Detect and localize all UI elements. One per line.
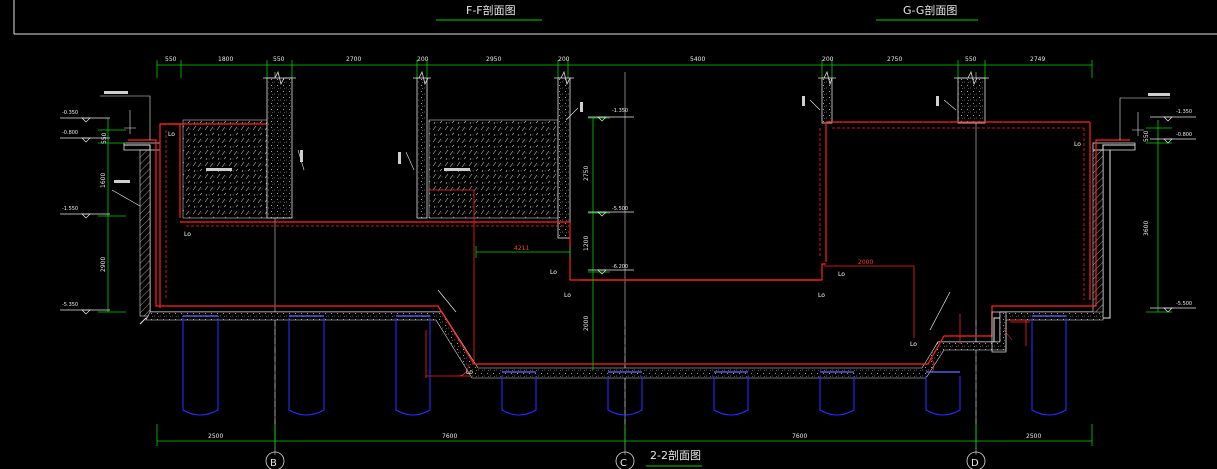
mid-elev-1: -1.350 — [612, 108, 628, 114]
top-dim-6: 2950 — [486, 56, 501, 63]
soil-label-left — [206, 168, 232, 171]
red-slab-lines — [128, 121, 1130, 365]
bottom-dimension-chain — [156, 424, 1093, 446]
mid-elev-2: -5.500 — [612, 206, 628, 212]
lap-label-8: Lo — [910, 341, 917, 348]
bottom-dim-1: 2500 — [208, 433, 223, 440]
grid-bubble-c — [615, 451, 635, 469]
bottom-slab-band — [145, 311, 1104, 379]
left-elevation-markers — [60, 117, 110, 315]
right-elev-2: -0.800 — [1176, 132, 1192, 138]
left-elev-2: -0.800 — [62, 130, 78, 136]
pile-caps — [183, 315, 1066, 373]
top-dim-10: 2750 — [887, 56, 902, 63]
lap-label-2: Lo — [184, 231, 191, 238]
inner-dimension-lines — [475, 117, 610, 370]
lap-label-4: Lo — [564, 292, 571, 299]
left-dim-1600: 1600 — [100, 173, 107, 188]
left-elev-3: -1.550 — [62, 206, 78, 212]
left-wall-band — [139, 149, 151, 317]
bottom-dim-2: 7600 — [442, 433, 457, 440]
lap-label-9: Lo — [466, 369, 473, 376]
left-leaders — [100, 95, 151, 207]
right-leaders — [1119, 97, 1170, 140]
grid-label-d: D — [971, 458, 979, 469]
grid-label-b: B — [270, 458, 277, 469]
red-dashed-rebar — [165, 127, 1085, 300]
inner-dim-2750: 2750 — [583, 166, 590, 181]
wall-column-1 — [266, 77, 293, 219]
top-dim-1: 550 — [165, 56, 177, 63]
section-title: 2-2剖面图 — [650, 448, 701, 462]
break-marks — [263, 70, 989, 86]
column-tags — [297, 99, 957, 171]
grid-bubble-b — [265, 451, 285, 469]
right-dim-550: 550 — [1143, 130, 1150, 142]
right-step-detail — [991, 311, 1027, 353]
top-dim-9: 200 — [822, 56, 834, 63]
lap-label-6: Lo — [818, 292, 825, 299]
lap-label-5: Lo — [838, 271, 845, 278]
soil-label-mid — [444, 168, 470, 171]
left-dimension-chain — [98, 118, 126, 313]
mid-elevation-markers — [588, 116, 634, 275]
left-elev-4: -5.350 — [62, 302, 78, 308]
left-dim-2900: 2900 — [100, 257, 107, 272]
right-elev-1: -1.350 — [1176, 109, 1192, 115]
right-dimension-chain — [1146, 120, 1172, 313]
inner-dim-1200: 1200 — [583, 236, 590, 251]
bottom-dim-4: 2500 — [1026, 433, 1041, 440]
grid-bubble-d — [966, 451, 986, 469]
bottom-dim-3: 7600 — [792, 433, 807, 440]
right-elevation-markers — [1150, 116, 1196, 313]
mid-elev-3: -6.200 — [612, 264, 628, 270]
lap-label-7: Lo — [1074, 141, 1081, 148]
wall-column-5 — [957, 77, 986, 124]
red-dim-4211: 4211 — [514, 245, 529, 252]
red-dimensions — [425, 189, 1030, 378]
lap-label-1: Lo — [168, 131, 175, 138]
left-elev-1: -0.350 — [62, 110, 78, 116]
lap-label-3: Lo — [550, 269, 557, 276]
column-tag-text-4 — [802, 96, 805, 106]
top-dim-12: 2749 — [1030, 56, 1045, 63]
right-dim-3600: 3600 — [1143, 221, 1150, 236]
top-dim-2: 1800 — [218, 56, 233, 63]
left-ledge — [123, 142, 161, 151]
column-tag-text-5 — [936, 96, 939, 106]
top-dim-7: 200 — [558, 56, 570, 63]
inner-dim-2000: 2000 — [583, 316, 590, 331]
slope-marks — [437, 289, 951, 377]
top-dim-8: 5400 — [690, 56, 705, 63]
top-dim-5: 200 — [417, 56, 429, 63]
column-tag-text-1 — [300, 150, 303, 162]
column-tag-text-2 — [398, 152, 401, 164]
right-ledge — [1092, 142, 1136, 151]
grid-axes-dashed — [274, 320, 977, 440]
gg-section-title: G-G剖面图 — [903, 3, 957, 17]
red-dim-2000: 2000 — [858, 259, 873, 266]
piles — [182, 318, 1067, 416]
right-leader-text — [1148, 93, 1170, 96]
top-dimension-chain — [156, 60, 1093, 78]
ff-section-title: F-F剖面图 — [466, 3, 516, 17]
top-dim-11: 550 — [965, 56, 977, 63]
wall-column-2 — [416, 77, 428, 219]
right-elev-3: -5.500 — [1176, 301, 1192, 307]
left-leader-text-2 — [114, 180, 130, 183]
wall-column-4 — [821, 77, 833, 124]
grid-label-c: C — [620, 458, 627, 469]
left-leader-text-1 — [104, 91, 128, 94]
top-dim-3: 550 — [273, 56, 285, 63]
top-dim-4: 2700 — [346, 56, 361, 63]
wall-column-3 — [557, 77, 571, 239]
column-tag-text-3 — [580, 102, 583, 112]
right-wall-band — [1092, 149, 1104, 317]
